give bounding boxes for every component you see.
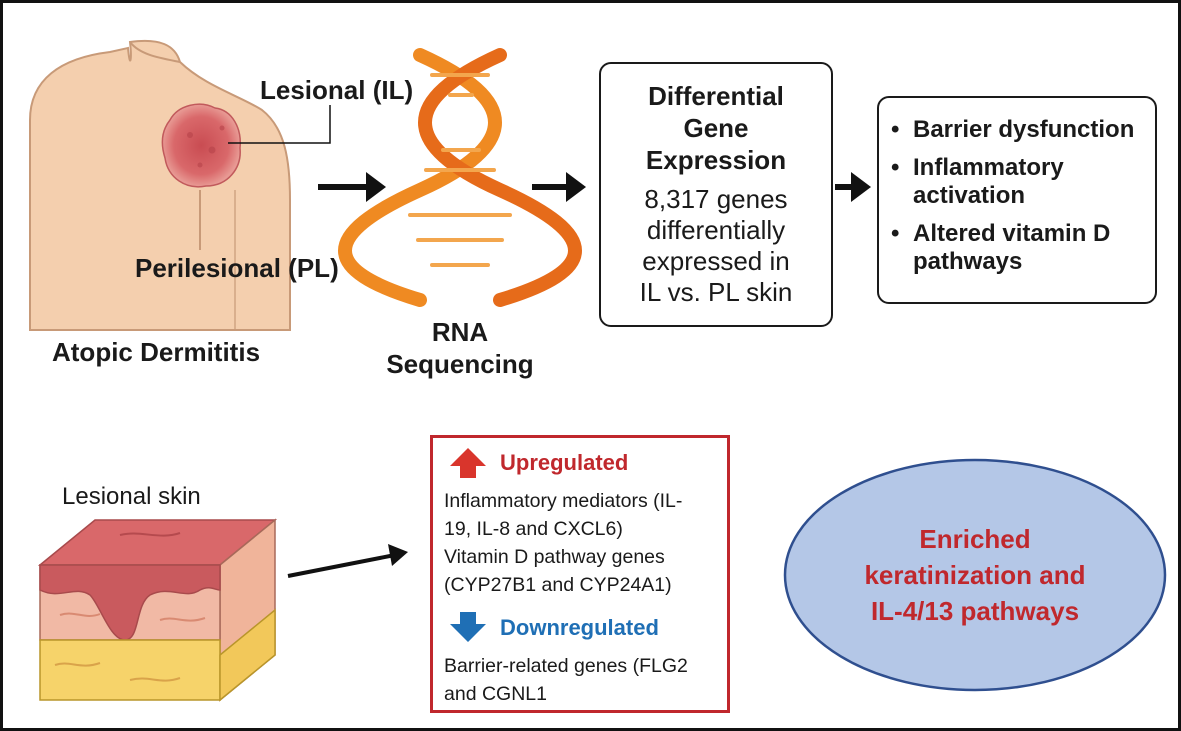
down-arrow-icon	[450, 612, 486, 642]
rna-line-1: RNA	[431, 317, 489, 347]
atopic-dermatitis-caption: Atopic Dermititis	[52, 337, 261, 367]
arrow-dge-to-outcomes	[835, 172, 871, 202]
outcome-item-barrier: Barrier dysfunction	[887, 116, 1152, 144]
outcome-barrier-text: Barrier dysfunction	[913, 116, 1135, 143]
outcome-vitamin-d-line-1: Altered vitamin D	[913, 220, 1111, 247]
arrow-skin-to-regulation	[287, 544, 408, 578]
up-line-2: 19, IL-8 and CXCL6)	[444, 518, 623, 540]
down-line-2: and CGNL1	[444, 683, 547, 705]
arrow-rna-to-dge	[532, 172, 586, 202]
lesion-patch	[161, 103, 241, 188]
lesional-skin-caption: Lesional skin	[62, 483, 201, 510]
dge-body: 8,317 genes differentially expressed in …	[601, 184, 831, 308]
dge-title-line-1: Differential	[648, 81, 784, 111]
dge-body-line-3: expressed in	[642, 246, 790, 276]
dge-title-line-3: Expression	[645, 145, 787, 175]
regulation-box	[430, 435, 730, 713]
up-line-1: Inflammatory mediators (IL-	[444, 490, 683, 512]
perilesional-label: Perilesional (PL)	[135, 253, 339, 283]
up-line-3: Vitamin D pathway genes	[444, 546, 665, 568]
enriched-pathways-ellipse	[783, 458, 1167, 692]
dge-body-line-4: IL vs. PL skin	[639, 277, 793, 307]
arrow-torso-to-rna	[318, 172, 386, 202]
up-line-4: (CYP27B1 and CYP24A1)	[444, 574, 672, 596]
enriched-pathways-text: Enriched keratinization and IL-4/13 path…	[815, 521, 1135, 629]
outcome-item-inflammatory: Inflammatory activation	[887, 154, 1152, 210]
outcome-inflammatory-line-1: Inflammatory	[913, 154, 1064, 181]
dge-title-line-2: Gene	[683, 113, 749, 143]
outcome-inflammatory-line-2: activation	[913, 182, 1026, 209]
rna-sequencing-label: RNA Sequencing	[370, 316, 550, 380]
upregulated-genes: Inflammatory mediators (IL- 19, IL-8 and…	[444, 487, 724, 599]
differential-expression-box: Differential Gene Expression 8,317 genes…	[599, 62, 833, 327]
dge-body-line-1: 8,317 genes	[644, 184, 788, 214]
downregulated-genes: Barrier-related genes (FLG2 and CGNL1	[444, 652, 724, 708]
up-arrow-icon	[450, 448, 486, 478]
outcomes-box: Barrier dysfunction Inflammatory activat…	[877, 96, 1157, 304]
downregulated-label: Downregulated	[500, 615, 659, 640]
ellipse-line-1: Enriched	[919, 524, 1031, 554]
rna-line-2: Sequencing	[386, 349, 534, 379]
skin-block-illustration	[37, 518, 278, 702]
dna-helix-icon	[338, 48, 582, 307]
ellipse-line-3: IL-4/13 pathways	[870, 596, 1080, 626]
upregulated-label: Upregulated	[500, 450, 629, 475]
ellipse-line-2: keratinization and	[864, 560, 1086, 590]
outcome-vitamin-d-line-2: pathways	[913, 248, 1023, 275]
dge-body-line-2: differentially	[646, 215, 786, 245]
torso-illustration	[29, 39, 291, 331]
dge-title: Differential Gene Expression	[601, 80, 831, 176]
outcomes-list: Barrier dysfunction Inflammatory activat…	[887, 116, 1152, 286]
lesional-leader-line	[228, 105, 331, 144]
lesional-label: Lesional (IL)	[260, 75, 414, 105]
outcome-item-vitamin-d: Altered vitamin D pathways	[887, 220, 1152, 276]
down-line-1: Barrier-related genes (FLG2	[444, 655, 688, 677]
